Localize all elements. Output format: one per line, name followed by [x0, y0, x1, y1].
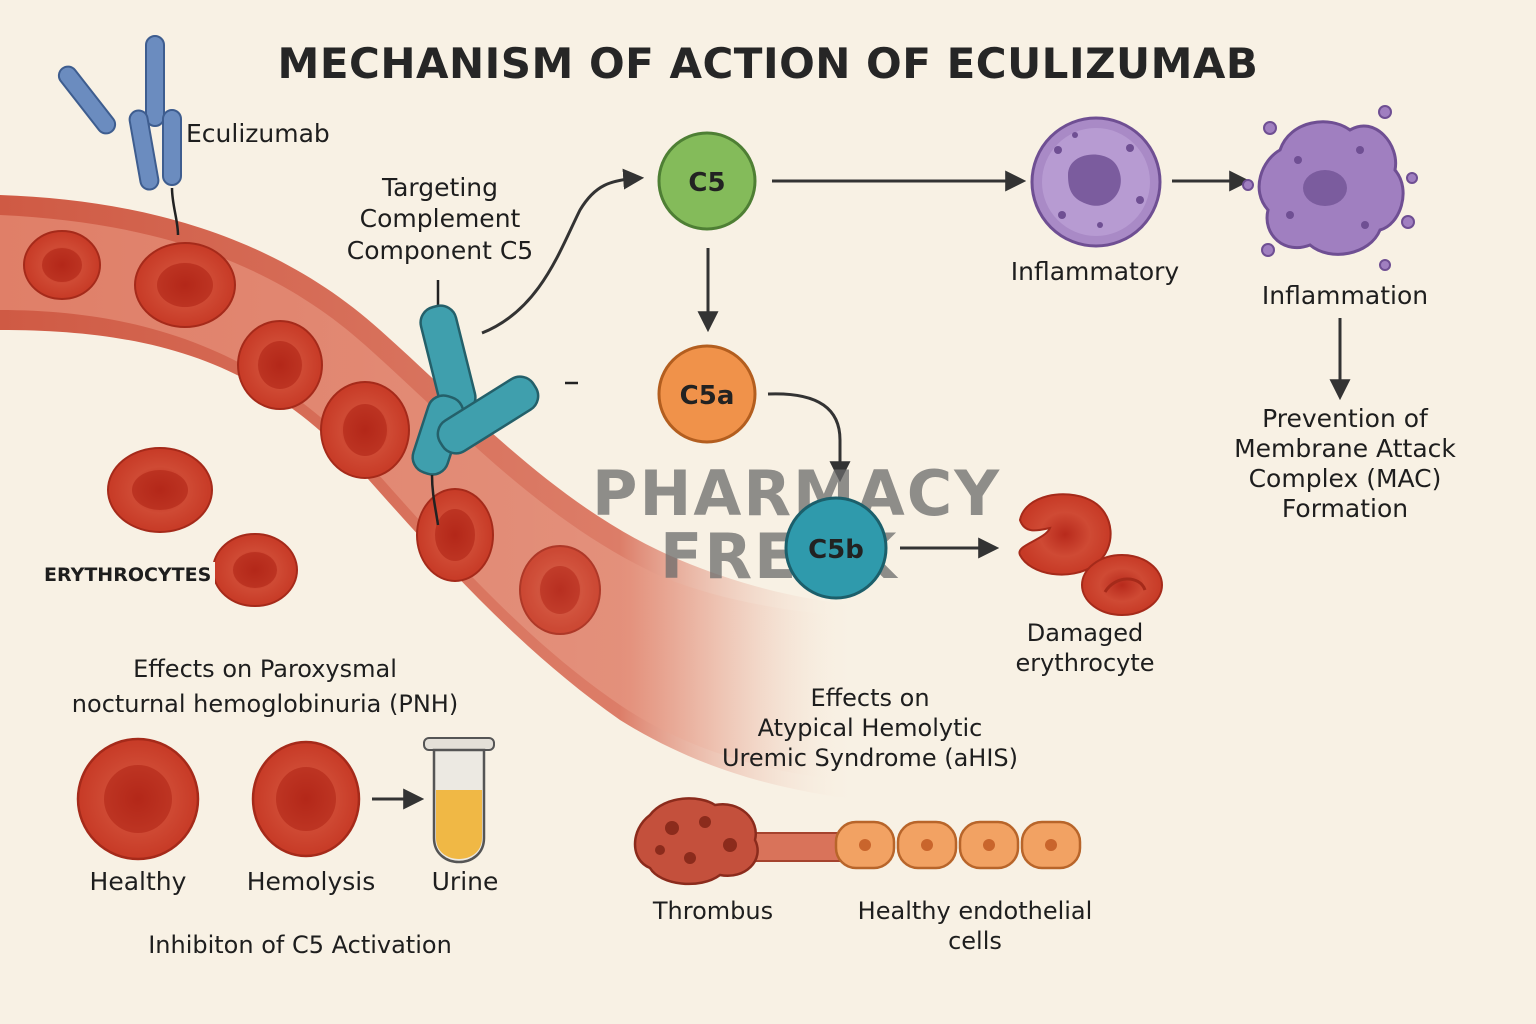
c5a-node: C5a — [657, 344, 757, 444]
erythrocyte-icon — [1018, 493, 1112, 576]
erythrocyte-icon — [76, 737, 200, 861]
thrombus-icon — [633, 797, 759, 886]
inflammatory-label: Inflammatory — [1010, 257, 1180, 286]
thrombus-label: Thrombus — [652, 897, 774, 925]
c5b-node-label: C5b — [808, 535, 864, 565]
erythrocyte-icon — [416, 488, 494, 582]
healthy-label: Healthy — [89, 867, 187, 896]
erythrocyte-icon — [23, 230, 101, 300]
erythrocyte-icon — [519, 545, 601, 635]
erythrocyte-icon — [107, 447, 213, 533]
erythrocyte-icon — [251, 740, 361, 858]
test-tube-icon — [423, 737, 495, 864]
free-erythrocytes — [107, 447, 298, 607]
antibody-icon — [411, 280, 578, 526]
erythrocytes-label: ERYTHROCYTES — [40, 562, 216, 590]
c5-node-label: C5 — [688, 168, 725, 198]
damaged-erythrocytes — [1018, 493, 1163, 616]
pnh-icons — [76, 737, 495, 864]
damaged-erythrocyte-label: Damaged erythrocyte — [1015, 619, 1155, 677]
endothelial-label: Healthy endothelial cells — [857, 897, 1093, 955]
targeting-label: Targeting Complement Component C5 — [346, 173, 534, 265]
inhibition-label: Inhibiton of C5 Activation — [148, 931, 452, 959]
erythrocyte-icon — [320, 381, 410, 479]
pathway-arrows — [372, 168, 1351, 810]
c5a-node-label: C5a — [680, 381, 735, 411]
c5-node: C5 — [657, 131, 757, 231]
c5b-node: C5b — [784, 496, 888, 600]
vessel-erythrocytes — [23, 230, 601, 635]
eculizumab-label: Eculizumab — [186, 119, 330, 148]
ahus-heading: Effects on Atypical Hemolytic Uremic Syn… — [721, 684, 1018, 772]
blood-vessel — [0, 195, 860, 800]
erythrocyte-icon — [1081, 554, 1163, 616]
prevention-mac-label: Prevention of Membrane Attack Complex (M… — [1234, 404, 1456, 523]
urine-label: Urine — [431, 867, 499, 896]
arrow-icon — [481, 168, 645, 335]
erythrocyte-icon — [237, 320, 323, 410]
antibody-icon — [57, 35, 182, 236]
inflammatory-cell-icon — [1030, 116, 1162, 248]
erythrocyte-icon — [134, 242, 236, 328]
hemolysis-label: Hemolysis — [246, 867, 376, 896]
page-title: MECHANISM OF ACTION OF ECULIZUMAB — [277, 39, 1259, 88]
ahus-icons — [633, 797, 1082, 886]
erythrocyte-icon — [212, 533, 298, 607]
inflammation-cell-icon — [1242, 105, 1418, 271]
pnh-heading: Effects on Paroxysmal nocturnal hemoglob… — [71, 655, 459, 718]
arrow-icon — [767, 392, 851, 483]
inflammation-label: Inflammation — [1261, 281, 1429, 310]
endothelial-cells-icon — [834, 820, 1082, 870]
